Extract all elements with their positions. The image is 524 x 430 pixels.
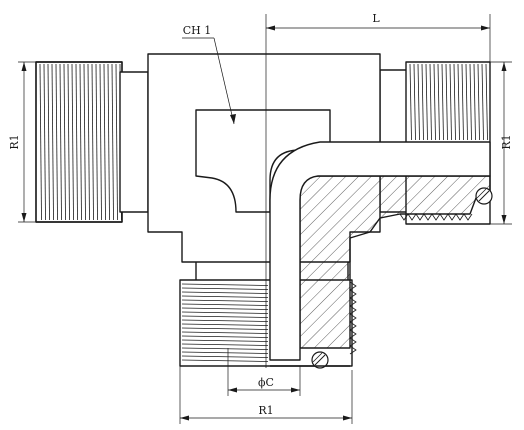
dimension-length: L bbox=[265, 12, 491, 368]
section-view bbox=[269, 141, 493, 369]
bottom-thread-label: R1 bbox=[258, 404, 273, 417]
hex-label: CH 1 bbox=[183, 24, 212, 37]
left-thread-label: R1 bbox=[8, 134, 21, 149]
dimension-bottom-thread: R1 bbox=[179, 366, 353, 424]
oring-right bbox=[475, 187, 493, 205]
dimension-bore: ϕC bbox=[227, 348, 301, 396]
bore-label: ϕC bbox=[258, 376, 274, 389]
hex-callout: CH 1 bbox=[182, 24, 236, 125]
oring-bottom bbox=[311, 351, 329, 369]
left-thread bbox=[35, 61, 149, 223]
dimension-left-thread: R1 bbox=[8, 61, 40, 223]
right-thread-label: R1 bbox=[500, 134, 513, 149]
dimension-right-thread: R1 bbox=[486, 61, 513, 225]
length-label: L bbox=[372, 12, 380, 25]
